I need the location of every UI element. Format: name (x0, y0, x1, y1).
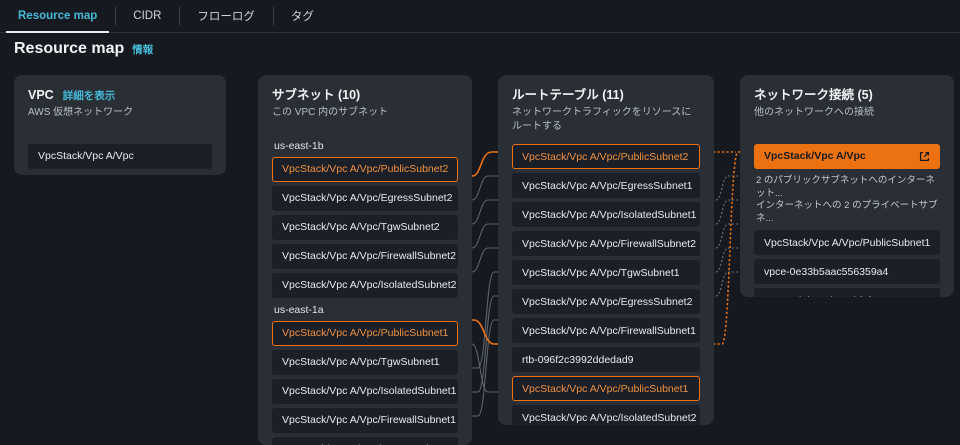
node-label: VpcStack/Vpc A/Vpc/EgressSubnet2 (522, 295, 693, 308)
tab-cidr[interactable]: CIDR (115, 0, 179, 32)
panel-network-connections: ネットワーク接続 (5) 他のネットワークへの接続 VpcStack/Vpc A… (740, 75, 954, 297)
tab-label: タグ (290, 11, 314, 23)
panel-body: us-east-1b VpcStack/Vpc A/Vpc/PublicSubn… (258, 140, 472, 445)
vpc-node[interactable]: VpcStack/Vpc A/Vpc (28, 143, 212, 169)
route-table-node[interactable]: rtb-096f2c3992ddedad9 (512, 347, 700, 373)
node-label: VpcStack/Vpc A/Vpc/FirewallSubnet1 (282, 414, 456, 427)
az-label-1a: us-east-1a (274, 303, 324, 316)
subnet-node[interactable]: VpcStack/Vpc A/Vpc/PublicSubnet2 (272, 156, 458, 182)
view-details-link[interactable]: 詳細を表示 (62, 90, 116, 102)
node-label: VpcStack/Vpc A/Vpc/PublicSubnet1 (282, 327, 449, 340)
tab-label: Resource map (18, 10, 98, 22)
panel-header: サブネット (10) この VPC 内のサブネット (258, 75, 472, 122)
node-label: VpcStack/Vpc A/Vpc/EgressSubnet2 (282, 192, 453, 205)
panel-body: VpcStack/Vpc A/Vpc 2 のパブリックサブネットへのインターネッ… (740, 143, 954, 297)
network-connection-description: 2 のパブリックサブネットへのインターネット... インターネットへの 2 のプ… (754, 173, 940, 230)
subnet-node[interactable]: VpcStack/Vpc A/Vpc/FirewallSubnet2 (272, 243, 458, 269)
node-label: VpcStack/Vpc A/Vpc/EgressSubnet1 (522, 179, 693, 192)
subnet-node[interactable]: VpcStack/Vpc A/Vpc/PublicSubnet1 (272, 320, 458, 346)
node-label: VpcStack/Vpc A/Vpc/PublicSubnet2 (522, 150, 689, 163)
panel-title: ネットワーク接続 (5) (754, 88, 873, 102)
az-label-1b: us-east-1b (274, 139, 324, 152)
node-label: VpcStack/Vpc A/Vpc/IsolatedSubnet1 (282, 385, 457, 398)
subnet-node[interactable]: VpcStack/Vpc A/Vpc/TgwSubnet2 (272, 214, 458, 240)
info-link[interactable]: 情報 (132, 44, 154, 56)
panel-header: ルートテーブル (11) ネットワークトラフィックをリソースにルートする (498, 75, 714, 135)
route-table-node[interactable]: VpcStack/Vpc A/Vpc/EgressSubnet2 (512, 289, 700, 315)
node-label: VpcStack/Vpc A/Vpc (38, 150, 134, 163)
node-label: VpcStack/Vpc A/Vpc/IsolatedSubnet1 (522, 208, 697, 221)
panel-title: ルートテーブル (11) (512, 88, 624, 102)
tab-resource-map[interactable]: Resource map (0, 0, 115, 33)
panel-header: ネットワーク接続 (5) 他のネットワークへの接続 (740, 75, 954, 122)
tab-tags[interactable]: タグ (272, 0, 332, 32)
node-label: VpcStack/Vpc A/Vpc/IsolatedSubnet2 (282, 279, 457, 292)
node-label: VpcStack/Vpc A/Vpc/TgwSubnet2 (282, 221, 440, 234)
tab-bar: Resource map CIDR フローログ タグ (0, 0, 960, 33)
panel-body: VpcStack/Vpc A/Vpc (14, 143, 226, 169)
description-line: 2 のパブリックサブネットへのインターネット... (756, 174, 935, 199)
node-label: VpcStack/Vpc A/Vpc/FirewallSubnet2 (522, 237, 696, 250)
node-label: VpcStack/Vpc A/Vpc/FirewallSubnet1 (522, 324, 696, 337)
route-table-node[interactable]: VpcStack/Vpc A/Vpc/TgwSubnet1 (512, 260, 700, 286)
node-label: vpce-0e33b5aac556359a4 (764, 265, 889, 278)
route-table-node[interactable]: VpcStack/Vpc A/Vpc/IsolatedSubnet1 (512, 202, 700, 228)
node-label: VpcStack/Vpc A/Vpc/FirewallSubnet2 (282, 250, 456, 263)
panel-title: サブネット (10) (272, 88, 361, 102)
panel-title: VPC (28, 88, 54, 102)
tab-label: フローログ (197, 11, 255, 23)
node-label: VpcStack/Vpc A/Vpc/IsolatedSubnet2 (522, 411, 697, 424)
panel-subtitle: ネットワークトラフィックをリソースにルートする (512, 107, 692, 132)
subnet-node[interactable]: VpcStack/Vpc A/Vpc/IsolatedSubnet2 (272, 272, 458, 298)
node-label: VpcStack/Vpc A/Vpc/TgwSubnet1 (522, 266, 680, 279)
node-label: VpcStack/Vpc A/Vpc/PublicSubnet1 (764, 236, 931, 249)
external-link-icon[interactable] (919, 151, 930, 162)
network-connection-node[interactable]: vpce-0d1ba13bc7ebfaf5c (754, 288, 940, 297)
node-label: VpcStack/Vpc A/Vpc/TgwSubnet1 (282, 356, 440, 369)
route-table-node[interactable]: VpcStack/Vpc A/Vpc/IsolatedSubnet2 (512, 405, 700, 425)
route-table-node[interactable]: VpcStack/Vpc A/Vpc/EgressSubnet1 (512, 173, 700, 199)
subnet-node[interactable]: VpcStack/Vpc A/Vpc/FirewallSubnet1 (272, 407, 458, 433)
node-label: vpce-0d1ba13bc7ebfaf5c (764, 295, 882, 298)
description-line: インターネットへの 2 のプライベートサブネ... (756, 200, 938, 225)
panel-subnets: サブネット (10) この VPC 内のサブネット us-east-1b Vpc… (258, 75, 472, 445)
route-table-node[interactable]: VpcStack/Vpc A/Vpc/FirewallSubnet1 (512, 318, 700, 344)
panel-body: VpcStack/Vpc A/Vpc/PublicSubnet2 VpcStac… (498, 144, 714, 425)
subnet-node[interactable]: VpcStack/Vpc A/Vpc/EgressSubnet1 (272, 436, 458, 445)
tab-label: CIDR (133, 10, 162, 22)
network-connection-node-selected[interactable]: VpcStack/Vpc A/Vpc (754, 143, 940, 169)
route-table-node[interactable]: VpcStack/Vpc A/Vpc/FirewallSubnet2 (512, 231, 700, 257)
panel-subtitle: AWS 仮想ネットワーク (28, 107, 134, 119)
network-connection-node[interactable]: VpcStack/Vpc A/Vpc/PublicSubnet1 (754, 230, 940, 255)
panel-vpc: VPC 詳細を表示 AWS 仮想ネットワーク VpcStack/Vpc A/Vp… (14, 75, 226, 175)
node-label: rtb-096f2c3992ddedad9 (522, 353, 634, 366)
subnet-node[interactable]: VpcStack/Vpc A/Vpc/TgwSubnet1 (272, 349, 458, 375)
node-label: VpcStack/Vpc A/Vpc/PublicSubnet2 (282, 163, 449, 176)
route-table-node[interactable]: VpcStack/Vpc A/Vpc/PublicSubnet2 (512, 144, 700, 170)
route-table-node[interactable]: VpcStack/Vpc A/Vpc/PublicSubnet1 (512, 376, 700, 402)
panel-subtitle: この VPC 内のサブネット (272, 107, 389, 119)
subnet-node[interactable]: VpcStack/Vpc A/Vpc/EgressSubnet2 (272, 185, 458, 211)
network-connection-node[interactable]: vpce-0e33b5aac556359a4 (754, 259, 940, 284)
panel-route-tables: ルートテーブル (11) ネットワークトラフィックをリソースにルートする Vpc… (498, 75, 714, 425)
node-label: VpcStack/Vpc A/Vpc (764, 150, 866, 163)
page-title-row: Resource map 情報 (14, 40, 153, 58)
subnet-node[interactable]: VpcStack/Vpc A/Vpc/IsolatedSubnet1 (272, 378, 458, 404)
panel-header: VPC 詳細を表示 AWS 仮想ネットワーク (14, 75, 226, 122)
panel-subtitle: 他のネットワークへの接続 (754, 107, 874, 119)
node-label: VpcStack/Vpc A/Vpc/PublicSubnet1 (522, 382, 689, 395)
page-title: Resource map (14, 40, 125, 57)
tab-flow-logs[interactable]: フローログ (179, 0, 273, 32)
